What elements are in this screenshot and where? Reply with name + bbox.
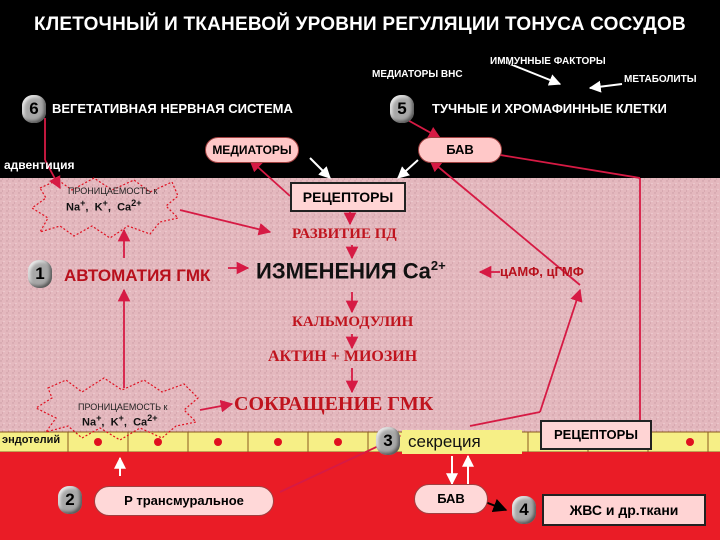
zhvs-box: ЖВС и др.ткани [542,494,706,526]
ca-changes-label: ИЗМЕНЕНИЯ Ca2+ [256,258,446,284]
ion-ca-top: Ca [117,201,132,214]
marker-2: 2 [58,486,82,514]
calmodulin-label: КАЛЬМОДУЛИН [292,314,414,330]
marker-3: 3 [376,427,400,455]
ions-top: Na+, K+, Ca2+ [66,198,142,214]
arrow-permeability-to-contraction [199,399,234,413]
receptors-top-box: РЕЦЕПТОРЫ [290,182,406,212]
flow-arrows [44,117,641,493]
camp-cgmp-label: цАМФ, цГМФ [500,264,584,279]
mast-chromaffin-cells-label: ТУЧНЫЕ И ХРОМАФИННЫЕ КЛЕТКИ [432,101,667,116]
mediators-pill: МЕДИАТОРЫ [205,137,299,163]
marker-5: 5 [390,95,414,123]
nerve-ending-starburst-bottom [34,377,199,441]
ans-mediators-label: МЕДИАТОРЫ ВНС [372,69,463,80]
permeability-top-label: ПРОНИЦАЕМОСТЬ к [68,186,158,196]
media-band [0,178,720,432]
arrow-camp-to-bav-top [429,159,581,286]
actin-myosin-label: АКТИН + МИОЗИН [268,348,418,365]
marker-4: 4 [512,496,536,524]
pd-development-label: РАЗВИТИЕ ПД [292,226,397,242]
receptors-bottom-box: РЕЦЕПТОРЫ [540,420,652,450]
bav-bottom-pill: БАВ [414,484,488,514]
endothelium-label: эндотелий [0,434,63,446]
ca-changes-text: ИЗМЕНЕНИЯ Ca [256,258,431,284]
arrow-to-permeability-top [44,159,61,190]
white-arrows [114,59,623,486]
contraction-label: СОКРАЩЕНИЕ ГМК [234,393,434,415]
transmural-pressure-pill: Р трансмуральное [94,486,274,516]
marker-6: 6 [22,95,46,123]
ion-na-top: Na [66,201,81,214]
automaticity-label: АВТОМАТИЯ ГМК [64,266,211,285]
arrow-receptors-to-camp [539,288,583,413]
vegetative-ns-label: ВЕГЕТАТИВНАЯ НЕРВНАЯ СИСТЕМА [52,101,293,116]
ca-charge: 2+ [430,258,446,273]
immune-factors-label: ИММУННЫЕ ФАКТОРЫ [490,56,606,67]
permeability-bottom-label: ПРОНИЦАЕМОСТЬ к [78,402,168,412]
ion-k-bottom: K [110,416,119,429]
metabolites-label: МЕТАБОЛИТЫ [624,74,697,85]
nerve-ending-starburst-top [30,177,180,239]
page-title: КЛЕТОЧНЫЙ И ТКАНЕВОЙ УРОВНИ РЕГУЛЯЦИИ ТО… [34,14,686,35]
arrow-5-to-bav [403,117,442,139]
ion-k-top: K [94,201,103,214]
arrow-secretion-to-receptors [469,411,541,427]
adventitia-label: адвентиция [4,158,75,172]
ion-na-bottom: Na [82,416,97,429]
marker-1: 1 [28,260,52,288]
bav-top-pill: БАВ [418,137,502,163]
ion-ca-bottom: Ca [133,416,148,429]
ions-bottom: Na+, K+, Ca2+ [82,413,158,429]
arrow-permeability-to-pd [179,209,272,236]
secretion-box: секреция [402,430,522,454]
arrow-receptors-to-mediators [249,159,291,197]
